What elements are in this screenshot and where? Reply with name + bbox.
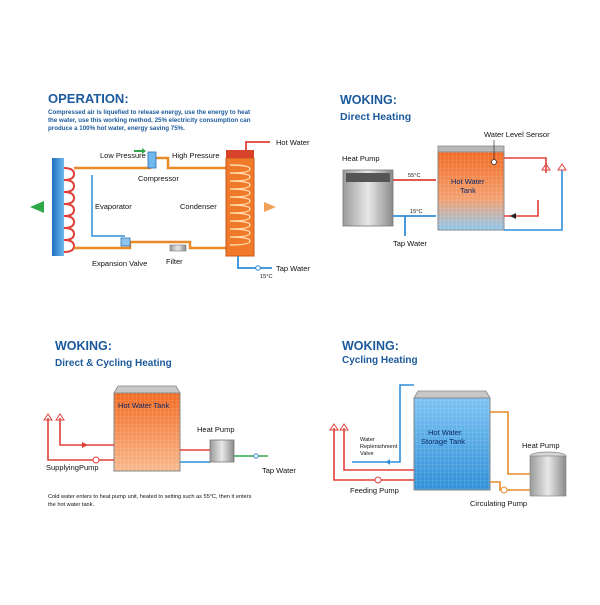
compressor-icon: [147, 151, 157, 169]
operation-desc-line-2: the water, use this working method, 25% …: [48, 117, 251, 124]
cyc-heat-pump-unit: [529, 455, 567, 497]
dc-supply-pipe: [59, 418, 114, 446]
feeding-pump-icon: [374, 476, 382, 484]
low-pressure-label: Low Pressure: [100, 151, 146, 160]
cyc-return-pipe: [333, 428, 414, 481]
heat-pump-fan-grille: [346, 173, 390, 182]
dc-note-line-2: the hot water tank.: [48, 502, 94, 508]
filter-icon: [169, 244, 187, 252]
direct-tank-label-2: Tank: [460, 186, 476, 195]
operation-title: OPERATION:: [48, 91, 129, 106]
water-level-sensor-label: Water Level Sensor: [484, 130, 550, 139]
condenser-cap: [226, 150, 254, 158]
cyc-replenish-pipe: [352, 384, 414, 463]
direct-tap-water-label: Tap Water: [393, 239, 427, 248]
expansion-valve-icon: [120, 237, 131, 247]
direct-heating-panel: WOKING: Direct Heating Water Level Senso…: [340, 93, 567, 248]
direct-title: WOKING:: [340, 93, 397, 107]
heat-out-arrow-icon: [264, 202, 276, 212]
high-pressure-label: High Pressure: [172, 151, 220, 160]
cyc-tank-label-2: Storage Tank: [421, 437, 465, 446]
hot-water-pipe: [245, 141, 270, 150]
refrigerant-pipe-bottom: [74, 240, 230, 250]
direct-faucet-icon-2: [557, 163, 567, 171]
cyc-replenish-label-2: Replenishment: [360, 444, 398, 450]
refrigerant-pipe-top: [74, 156, 230, 170]
dc-flow-arrow-icon: [82, 442, 88, 448]
direct-tank-texture: [438, 152, 504, 230]
air-in-arrow-icon: [30, 201, 44, 213]
circulating-pump-label: Circulating Pump: [470, 499, 527, 508]
cyc-tank-label-1: Hot Water: [428, 428, 462, 437]
evaporator-label: Evaporator: [95, 202, 132, 211]
dc-faucet-icon-1: [43, 413, 53, 421]
cyc-subtitle: Cycling Heating: [342, 355, 418, 366]
water-level-sensor-icon: [491, 159, 497, 165]
tap-water-label: Tap Water: [276, 264, 310, 273]
cyc-title: WOKING:: [342, 339, 399, 353]
operation-panel: OPERATION: Compressed air is liquefied t…: [30, 91, 310, 280]
expansion-valve-label: Expansion Valve: [92, 259, 147, 268]
tap-valve-icon: [255, 265, 261, 271]
tap-water-pipe: [237, 256, 272, 269]
supplying-pump-icon: [92, 456, 100, 464]
direct-supply-pipe: [504, 170, 563, 231]
supplying-pump-label: SupplyingPump: [46, 463, 99, 472]
direct-heat-pump-label: Heat Pump: [342, 154, 380, 163]
condenser-label: Condenser: [180, 202, 217, 211]
evaporator-panel: [52, 158, 64, 256]
dc-tank-texture: [114, 393, 180, 471]
dc-note-line-1: Cold water enters to heat pump unit, hea…: [48, 494, 252, 500]
cyc-tank-lid: [413, 390, 491, 399]
cyc-hot-loop-pipe: [490, 411, 530, 475]
filter-label: Filter: [166, 257, 183, 266]
direct-tank-label-1: Hot Water: [451, 177, 485, 186]
direct-flow-arrow-icon: [510, 213, 516, 219]
cyc-cold-loop-pipe: [490, 481, 530, 491]
cyc-replenish-label-3: Valve: [360, 451, 374, 457]
cyc-faucet-icon-2: [339, 423, 349, 431]
evaporator-line: [91, 175, 125, 237]
cycling-panel: WOKING: Cycling Heating Hot Water Storag…: [329, 339, 567, 508]
low-pressure-arrow-icon: [134, 148, 146, 154]
cyc-tank-texture: [414, 398, 490, 490]
direct-temp-cold: 15°C: [410, 209, 423, 215]
direct-faucet-icon-1: [541, 163, 551, 171]
evaporator-coil: [63, 167, 76, 253]
dc-return-pipe: [47, 418, 114, 461]
hot-water-label: Hot Water: [276, 138, 310, 147]
dc-tank-lid: [113, 385, 181, 394]
condenser-coil: [229, 164, 251, 246]
direct-return-pipe: [504, 200, 539, 217]
dc-tap-water-label: Tap Water: [262, 466, 296, 475]
direct-hot-outlet-pipe: [504, 157, 547, 173]
operation-desc-line-3: produce a 100% hot water, energy saving …: [48, 125, 185, 132]
operation-desc-line-1: Compressed air is liquefied to release e…: [48, 109, 250, 116]
cyc-replenish-valve-icon: [386, 459, 390, 465]
tap-temp-label: 15°C: [260, 274, 273, 280]
circulating-pump-icon: [500, 486, 508, 494]
direct-temp-hot: 55°C: [408, 173, 421, 179]
dc-heat-pump-label: Heat Pump: [197, 425, 235, 434]
dc-heat-pump-unit: [209, 439, 235, 463]
cyc-faucet-icon-1: [329, 423, 339, 431]
dc-faucet-icon-2: [55, 413, 65, 421]
direct-subtitle: Direct Heating: [340, 111, 411, 123]
cyc-replenish-label-1: Water: [360, 437, 375, 443]
dc-tap-valve-icon: [253, 453, 259, 459]
cyc-heat-pump-label: Heat Pump: [522, 441, 560, 450]
dc-title: WOKING:: [55, 339, 112, 353]
cyc-supply-pipe: [343, 428, 414, 471]
compressor-label: Compressor: [138, 174, 179, 183]
dc-subtitle: Direct & Cycling Heating: [55, 358, 172, 369]
dc-tank-label: Hot Water Tank: [118, 401, 170, 410]
feeding-pump-label: Feeding Pump: [350, 486, 399, 495]
direct-cycling-panel: WOKING: Direct & Cycling Heating Hot Wat…: [43, 339, 296, 508]
